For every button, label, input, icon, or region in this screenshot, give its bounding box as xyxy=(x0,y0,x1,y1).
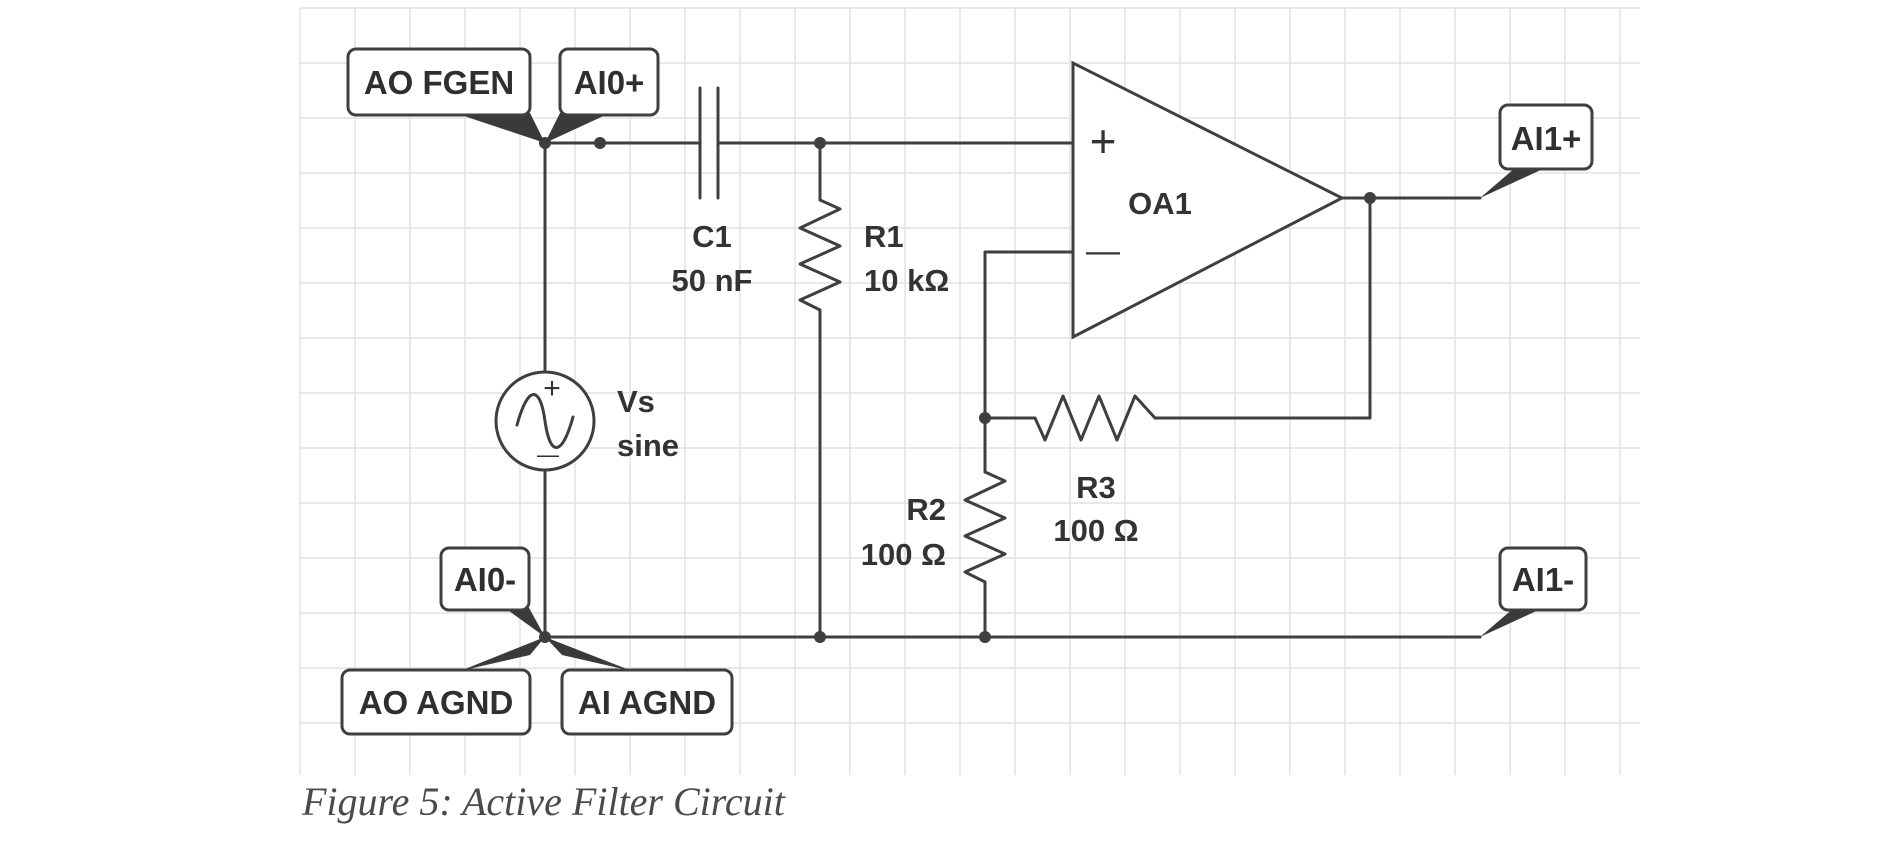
svg-text:AI0-: AI0- xyxy=(454,561,516,598)
svg-text:AI1+: AI1+ xyxy=(1511,120,1582,157)
label-ai1-plus: AI1+ xyxy=(1498,103,1594,171)
wires xyxy=(543,141,1482,639)
label-ao-agnd: AO AGND xyxy=(340,668,532,736)
r2-value: 100 Ω xyxy=(861,537,946,572)
opamp-oa1: + — OA1 xyxy=(1071,60,1346,340)
r1-name: R1 xyxy=(864,219,904,254)
grid-background xyxy=(299,7,1640,775)
source-minus-sign: — xyxy=(537,442,559,467)
opamp-plus-sign: + xyxy=(1090,115,1117,167)
r2-name: R2 xyxy=(906,492,946,527)
resistor-r2 xyxy=(963,470,1007,584)
vs-name: Vs xyxy=(617,384,655,419)
label-ai0-minus: AI0- xyxy=(439,546,531,612)
svg-text:AI AGND: AI AGND xyxy=(578,684,716,721)
label-ai-agnd: AI AGND xyxy=(560,668,734,736)
junction-dots xyxy=(539,137,1376,643)
c1-name: C1 xyxy=(692,219,732,254)
r1-value: 10 kΩ xyxy=(864,263,949,298)
label-ai1-minus: AI1- xyxy=(1498,546,1588,612)
opamp-minus-sign: — xyxy=(1086,232,1120,270)
label-ai0-plus: AI0+ xyxy=(558,47,660,117)
svg-text:AI1-: AI1- xyxy=(1512,561,1574,598)
svg-text:AO FGEN: AO FGEN xyxy=(364,64,514,101)
sine-wave-icon xyxy=(515,393,575,449)
figure-caption: Figure 5: Active Filter Circuit xyxy=(301,779,786,824)
svg-text:AI0+: AI0+ xyxy=(574,64,645,101)
vs-type: sine xyxy=(617,428,679,463)
resistor-r3 xyxy=(1033,394,1157,442)
c1-value: 50 nF xyxy=(672,263,753,298)
voltage-source-vs: + — xyxy=(494,370,596,472)
opamp-label: OA1 xyxy=(1128,186,1192,221)
label-ao-fgen: AO FGEN xyxy=(346,47,532,117)
r3-value: 100 Ω xyxy=(1053,513,1138,548)
resistor-r1 xyxy=(798,198,842,312)
r3-name: R3 xyxy=(1076,470,1116,505)
source-plus-sign: + xyxy=(543,372,561,405)
svg-text:AO AGND: AO AGND xyxy=(359,684,514,721)
capacitor-c1 xyxy=(698,86,720,200)
